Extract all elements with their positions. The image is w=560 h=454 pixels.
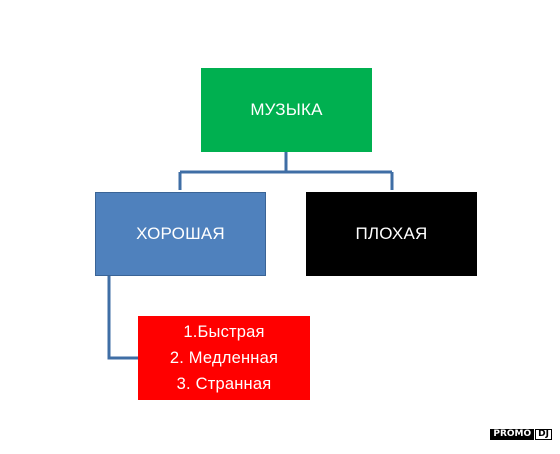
connector-good-to-list [107, 276, 138, 360]
node-good-list: 1.Быстрая 2. Медленная 3. Странная [138, 316, 310, 400]
list-item-fast: 1.Быстрая [183, 323, 265, 341]
list-item-slow: 2. Медленная [169, 349, 279, 367]
node-music: МУЗЫКА [201, 68, 372, 152]
node-good: ХОРОШАЯ [95, 192, 266, 276]
list-item-strange: 3. Странная [176, 375, 272, 393]
watermark-part1: PROMO [490, 429, 535, 440]
watermark-logo: PROMO DJ [490, 429, 552, 440]
node-music-label: МУЗЫКА [250, 100, 323, 119]
connector-root-to-children [178, 152, 394, 190]
watermark-part2: DJ [535, 429, 552, 440]
node-good-label: ХОРОШАЯ [136, 224, 225, 243]
node-bad: ПЛОХАЯ [306, 192, 477, 276]
node-bad-label: ПЛОХАЯ [355, 224, 428, 243]
